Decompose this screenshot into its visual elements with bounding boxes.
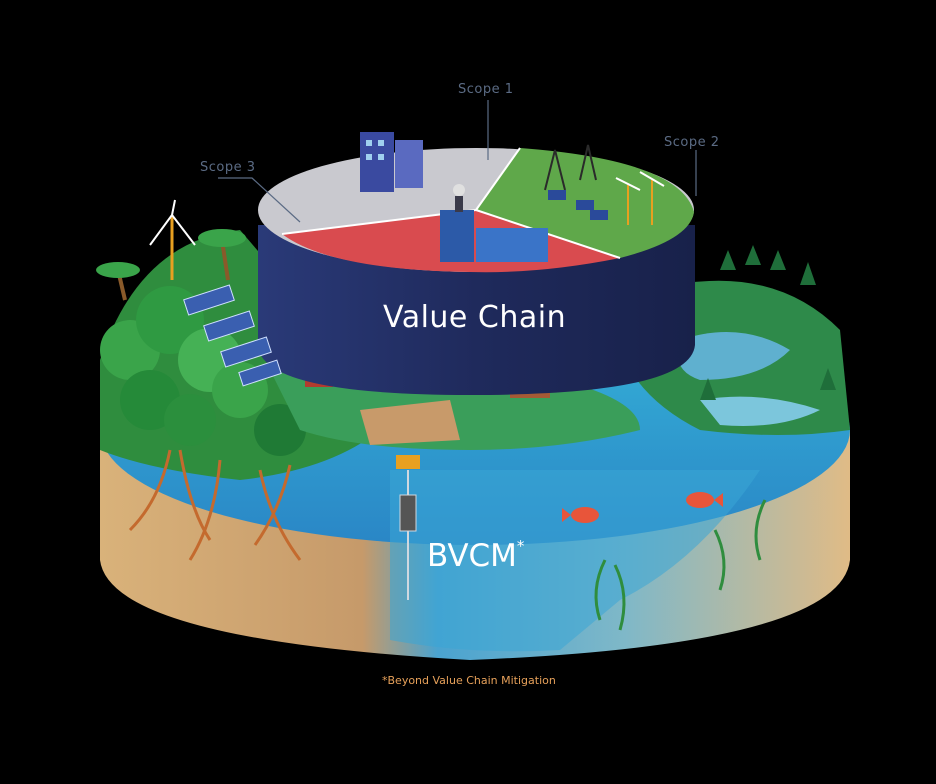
scope2-label: Scope 2	[664, 135, 720, 150]
factory-icon	[440, 184, 548, 262]
value-chain-title: Value Chain	[383, 300, 567, 335]
ocean-sensor-icon	[396, 455, 420, 600]
bvcm-asterisk: *	[516, 536, 525, 555]
bvcm-title-text: BVCM	[427, 538, 517, 574]
palm-tree-icon	[96, 229, 246, 301]
wind-turbine-icon	[615, 171, 665, 225]
left-wind-turbine-icon	[149, 199, 196, 280]
value-chain-band	[258, 225, 695, 395]
field-plot	[360, 400, 460, 445]
scope-leader-lines	[218, 100, 697, 223]
office-building-icon	[360, 132, 423, 192]
fish-icon	[562, 492, 723, 523]
underwater-zone	[390, 470, 760, 652]
seaweed-icon	[594, 499, 767, 631]
scope3-label: Scope 3	[200, 160, 256, 175]
footnote: *Beyond Value Chain Mitigation	[382, 674, 556, 687]
value-chain-cylinder	[258, 132, 695, 395]
power-pylon-icon	[544, 144, 597, 191]
solar-panel-icon	[548, 190, 608, 220]
bvcm-title: BVCM*	[427, 536, 525, 574]
solar-array	[183, 284, 282, 387]
scope1-label: Scope 1	[458, 82, 514, 97]
